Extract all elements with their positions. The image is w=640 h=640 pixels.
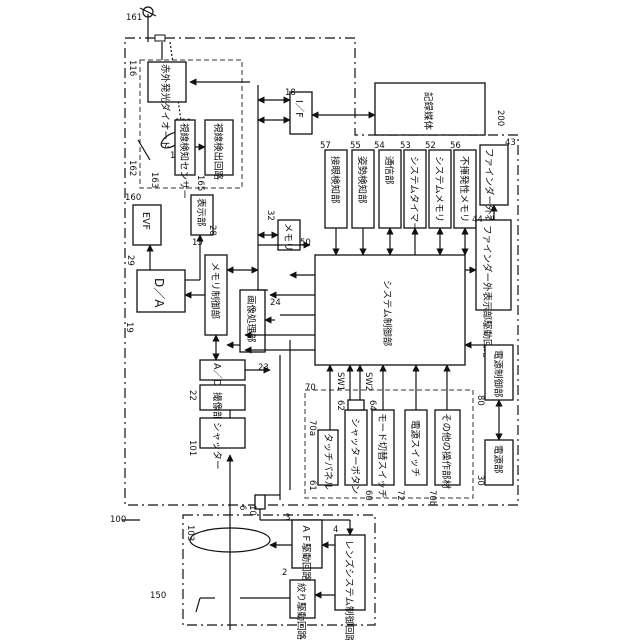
comm-label: 通信部 — [383, 156, 395, 185]
ref-15: 15 — [192, 238, 203, 248]
evf-label: EVF — [140, 212, 151, 230]
ref-70b: 70b — [427, 490, 437, 506]
ref-44: 44 — [472, 215, 483, 225]
gaze-sensor-label: 視線検知センサー — [178, 123, 190, 199]
nv-mem-label: 不揮発性メモリ — [458, 156, 470, 223]
power-ctrl-label: 電源制御部 — [492, 350, 504, 398]
ref-24: 24 — [270, 298, 281, 308]
system-ctrl-label: システム制御部 — [381, 280, 393, 346]
display-label: 表示部 — [195, 198, 207, 227]
ir-led-label: 赤外発光ダイオード — [159, 64, 171, 150]
timer-label: システムタイマー — [408, 156, 419, 232]
sys-mem-label: システムメモリ — [433, 156, 444, 222]
eye-detect-label: 接眼検知部 — [329, 156, 341, 204]
ref-57: 57 — [320, 141, 331, 151]
ref-56: 56 — [450, 141, 461, 151]
ref-200: 200 — [495, 110, 505, 126]
media-label: 記録媒体 — [422, 92, 434, 131]
memory-label: メモリ — [282, 223, 293, 252]
lens-sys-label: レンズシステム制御回路 — [343, 540, 355, 640]
ref-3: 3 — [285, 513, 290, 523]
ref-70: 70 — [305, 383, 316, 393]
ref-28: 28 — [207, 225, 217, 236]
ref-61: 61 — [307, 480, 317, 491]
ref-4: 4 — [333, 525, 338, 535]
ref-53: 53 — [400, 141, 411, 151]
ref-10: 10 — [247, 505, 257, 516]
ref-50: 50 — [300, 238, 311, 248]
ref-80: 80 — [475, 395, 485, 406]
ref-116: 116 — [127, 60, 137, 76]
other-ops-label: その他の操作部材 — [440, 413, 452, 490]
posture-label: 姿勢検知部 — [356, 156, 368, 204]
ref-43: 43 — [505, 138, 516, 148]
ref-103: 103 — [185, 525, 195, 541]
ref-163: 163 — [149, 172, 159, 188]
gaze-circuit-label: 視線検出回路 — [212, 123, 224, 181]
ref-162: 162 — [127, 160, 137, 176]
outside-drv-label: ファインダー外表示部駆動回路 — [481, 225, 493, 359]
ref-54: 54 — [374, 141, 385, 151]
ref-29: 29 — [125, 255, 135, 266]
ref-23: 23 — [258, 363, 269, 373]
ref-70a: 70a — [307, 420, 317, 436]
imaging-label: 撮像部 — [211, 392, 223, 421]
shutter-btn-label: シャッターボタン — [349, 418, 360, 494]
ad-label: A／D — [211, 363, 222, 386]
sw1-label: SW1 — [335, 372, 345, 391]
eyepiece-lens — [155, 35, 165, 41]
touch-label: タッチパネル — [322, 433, 333, 491]
ref-22: 22 — [187, 390, 197, 401]
ref-30: 30 — [475, 475, 485, 486]
da-label: D／A — [152, 278, 166, 308]
ref-165: 165 — [195, 175, 205, 191]
ref-101: 101 — [187, 440, 197, 456]
ref-2: 2 — [282, 568, 287, 578]
mem-ctrl-label: メモリ制御部 — [209, 262, 221, 319]
ref-72: 72 — [395, 490, 405, 501]
af-drive-label: ＡＦ駆動回路 — [300, 524, 312, 582]
ref-160: 160 — [125, 193, 141, 203]
ref-150: 150 — [150, 591, 166, 601]
ref-161: 161 — [126, 13, 142, 23]
mode-sw-label: モード切替スイッチ — [376, 413, 388, 499]
power-unit-label: 電源部 — [492, 445, 504, 474]
ref-55: 55 — [350, 141, 361, 151]
sw2-label: SW2 — [363, 372, 373, 391]
if-label: I／F — [293, 100, 304, 118]
shutter-label: シャッター — [211, 422, 222, 470]
ref-19: 19 — [124, 322, 134, 333]
ref-64: 64 — [367, 400, 377, 411]
ref-18: 18 — [285, 88, 296, 98]
ref-32: 32 — [265, 210, 275, 221]
ref-60: 60 — [363, 490, 373, 501]
power-sw-label: 電源スイッチ — [409, 420, 420, 477]
ref-52: 52 — [425, 141, 436, 151]
ref-6: 6 — [237, 505, 247, 510]
ref-62: 62 — [335, 400, 345, 411]
aperture-label: 絞り駆動回路 — [295, 583, 307, 640]
